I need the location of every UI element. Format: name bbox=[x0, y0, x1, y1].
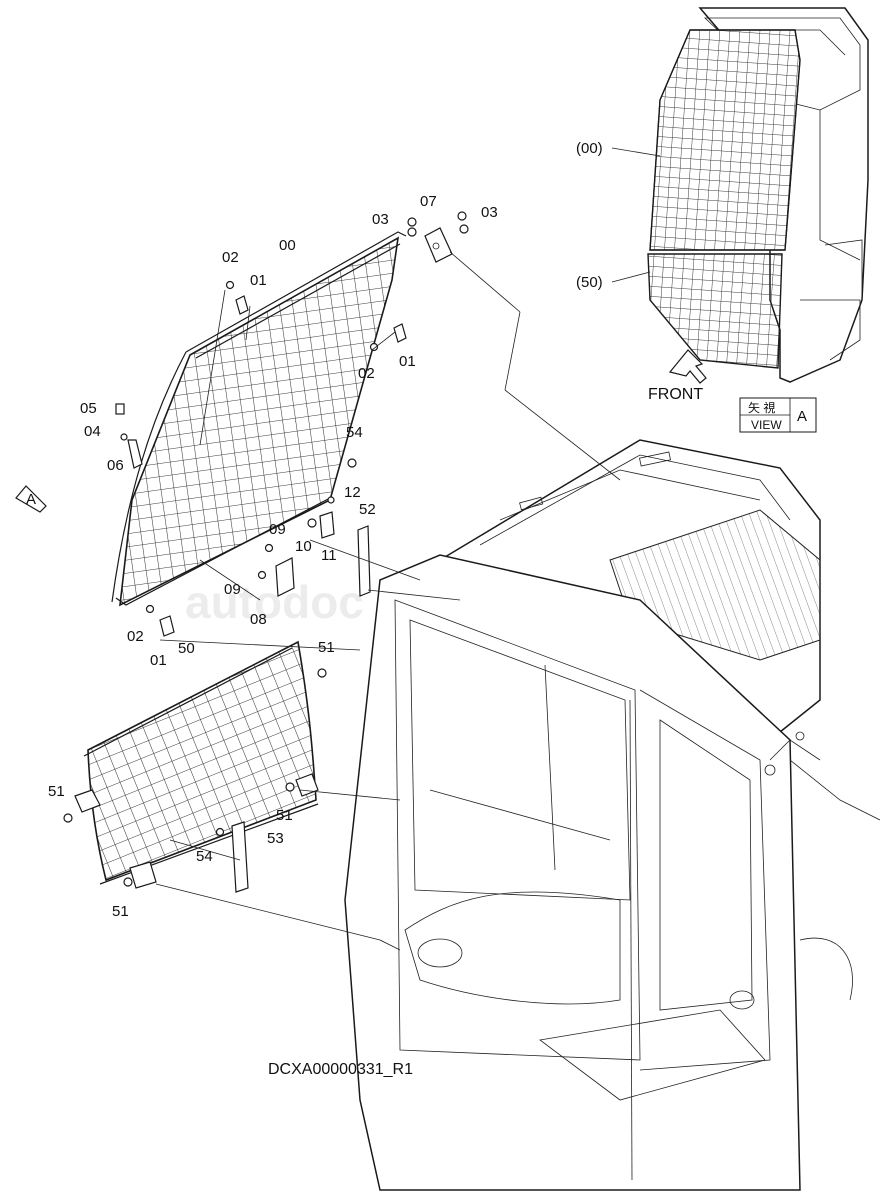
label-51-bottom: 51 bbox=[112, 903, 129, 920]
hardware-parts bbox=[63, 211, 469, 893]
label-01-top: 01 bbox=[250, 272, 267, 289]
label-51-upper: 51 bbox=[318, 639, 335, 656]
label-inset-00: (00) bbox=[576, 140, 603, 157]
label-06: 06 bbox=[107, 457, 124, 474]
label-02-bottom: 02 bbox=[127, 628, 144, 645]
label-07: 07 bbox=[420, 193, 437, 210]
label-11: 11 bbox=[321, 547, 337, 564]
label-54-lower: 54 bbox=[196, 848, 213, 865]
label-03-right: 03 bbox=[481, 204, 498, 221]
label-inset-50: (50) bbox=[576, 274, 603, 291]
label-01-bottom: 01 bbox=[150, 652, 167, 669]
watermark: autodoc bbox=[185, 576, 364, 628]
label-54-upper: 54 bbox=[346, 424, 363, 441]
drawing-code: DCXA00000331_R1 bbox=[268, 1061, 413, 1078]
label-03-left: 03 bbox=[372, 211, 389, 228]
label-09-upper: 09 bbox=[269, 521, 286, 538]
label-09-lower: 09 bbox=[224, 581, 241, 598]
front-arrow-icon bbox=[668, 349, 707, 384]
view-marker-letter: A bbox=[26, 491, 36, 508]
label-12: 12 bbox=[344, 484, 361, 501]
label-01-right: 01 bbox=[399, 353, 416, 370]
view-arrow-icon bbox=[15, 485, 47, 513]
view-kanji: 矢 視 bbox=[748, 400, 775, 415]
view-word: VIEW bbox=[751, 418, 782, 432]
label-05: 05 bbox=[80, 400, 97, 417]
label-51-mid: 51 bbox=[276, 807, 293, 824]
label-04: 04 bbox=[84, 423, 101, 440]
inset-view-a: (00) (50) FRONT 矢 視 VIEW A bbox=[576, 7, 869, 433]
label-10: 10 bbox=[295, 538, 312, 555]
leader-lines bbox=[155, 251, 621, 951]
front-label: FRONT bbox=[648, 386, 703, 403]
view-a-marker: A bbox=[15, 485, 47, 513]
label-50: 50 bbox=[178, 640, 195, 657]
label-52: 52 bbox=[359, 501, 376, 518]
label-53: 53 bbox=[267, 830, 284, 847]
part-labels: 00 02 01 03 07 03 02 01 05 04 06 54 12 5… bbox=[48, 193, 498, 920]
label-00: 00 bbox=[279, 237, 296, 254]
label-51-left: 51 bbox=[48, 783, 65, 800]
view-letter: A bbox=[797, 408, 807, 425]
operator-cab bbox=[344, 439, 880, 1191]
label-02-right: 02 bbox=[358, 365, 375, 382]
label-02-top: 02 bbox=[222, 249, 239, 266]
label-08: 08 bbox=[250, 611, 267, 628]
